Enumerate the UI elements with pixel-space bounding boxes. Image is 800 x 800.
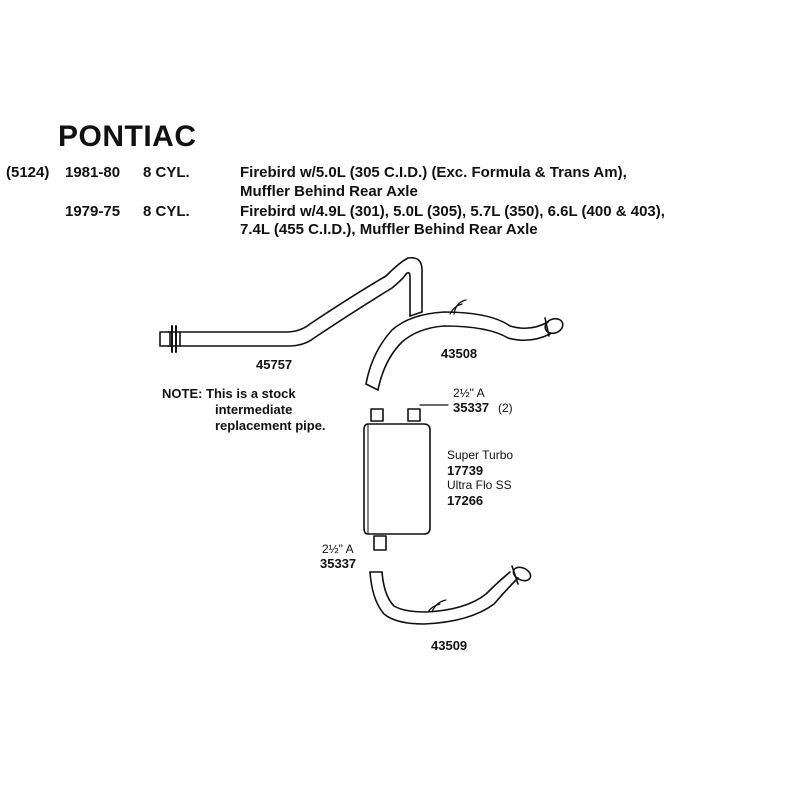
clamp-size-lower: 2½" A <box>322 542 354 556</box>
application-code: (5124) <box>6 164 50 181</box>
muffler-1-name: Super Turbo <box>447 448 514 462</box>
application-engine: 8 CYL. <box>143 164 190 181</box>
muffler-drawing <box>363 408 431 551</box>
part-label-clamp-lower: 35337 <box>320 556 357 571</box>
clamp-size-upper: 2½" A <box>453 386 485 400</box>
part-label-clamp-upper: 35337 <box>453 400 490 415</box>
note-line2: intermediate <box>215 402 293 417</box>
application-desc-line2: 7.4L (455 C.I.D.), Muffler Behind Rear A… <box>240 221 538 238</box>
front-tailpipe-drawing <box>365 299 564 391</box>
rear-tailpipe-drawing <box>369 565 532 625</box>
clamp-quantity: (2) <box>498 401 513 415</box>
application-years: 1981-80 <box>65 164 121 181</box>
application-years: 1979-75 <box>65 203 121 220</box>
application-desc-line1: Firebird w/4.9L (301), 5.0L (305), 5.7L … <box>240 203 665 220</box>
note-line1: NOTE: This is a stock <box>162 386 296 401</box>
part-label-rear-tailpipe: 43509 <box>431 638 468 653</box>
intermediate-pipe-drawing <box>159 256 423 353</box>
make-title: PONTIAC <box>58 120 197 153</box>
application-desc-line1: Firebird w/5.0L (305 C.I.D.) (Exc. Formu… <box>240 164 627 181</box>
part-label-muffler-1: 17739 <box>447 463 484 478</box>
application-desc-line2: Muffler Behind Rear Axle <box>240 183 418 200</box>
part-label-front-tailpipe: 43508 <box>441 346 478 361</box>
note-line3: replacement pipe. <box>215 418 326 433</box>
muffler-2-name: Ultra Flo SS <box>447 478 512 492</box>
part-label-muffler-2: 17266 <box>447 493 484 508</box>
part-label-intermediate-pipe: 45757 <box>256 357 293 372</box>
application-engine: 8 CYL. <box>143 203 190 220</box>
